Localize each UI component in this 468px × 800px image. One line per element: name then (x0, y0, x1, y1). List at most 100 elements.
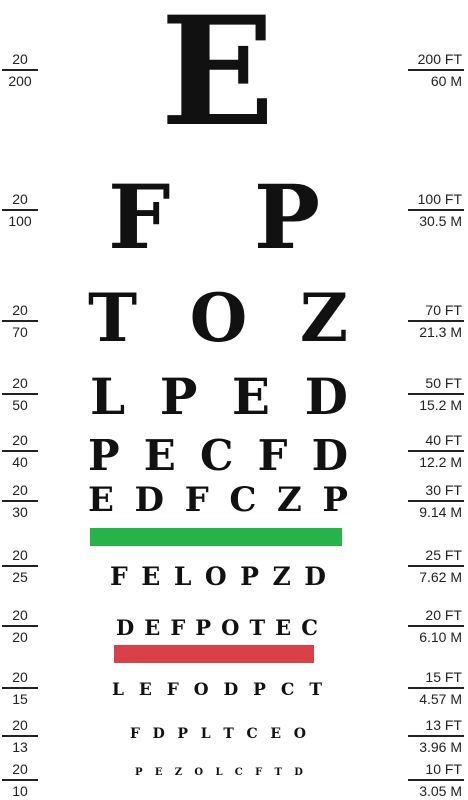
chart-letter: C (280, 679, 295, 700)
right-numerator: 30 FT (425, 482, 462, 498)
right-denominator: 15.2 M (419, 396, 462, 413)
fraction-bar (408, 565, 464, 567)
left-denominator: 40 (12, 453, 28, 470)
chart-letter: P (240, 561, 259, 591)
chart-letter: O (194, 767, 204, 778)
red-line-band (114, 645, 314, 663)
chart-letter: D (223, 679, 239, 700)
chart-letter: D (294, 767, 303, 778)
fraction-bar (2, 500, 38, 502)
fraction-bar (2, 209, 38, 211)
chart-letter: P (322, 480, 348, 520)
chart-letter: Z (276, 480, 302, 520)
chart-letter: O (204, 561, 227, 591)
chart-letter: C (199, 431, 234, 480)
chart-letter: P (253, 165, 320, 269)
chart-letter: P (159, 367, 198, 426)
right-numerator: 25 FT (425, 547, 462, 563)
left-denominator: 13 (12, 738, 28, 755)
chart-letter: E (88, 480, 114, 520)
acuity-right-row-8: 20 FT 6.10 M (408, 608, 464, 644)
fraction-bar (408, 320, 464, 322)
left-denominator: 15 (12, 690, 28, 707)
fraction-bar (408, 69, 464, 71)
fraction-bar (408, 735, 464, 737)
chart-letter: L (215, 767, 223, 778)
chart-letter: D (134, 480, 164, 520)
fraction-bar (408, 500, 464, 502)
right-denominator: 6.10 M (419, 628, 462, 645)
left-numerator: 20 (12, 432, 28, 448)
left-numerator: 20 (12, 761, 28, 777)
left-denominator: 20 (12, 628, 28, 645)
right-denominator: 12.2 M (419, 453, 462, 470)
right-numerator: 40 FT (425, 432, 462, 448)
chart-letter: L (173, 561, 192, 591)
fraction-bar (2, 735, 38, 737)
chart-letter: P (135, 767, 143, 778)
right-numerator: 15 FT (425, 669, 462, 685)
chart-letter: Z (299, 279, 348, 357)
right-numerator: 100 FT (417, 191, 462, 207)
chart-letter: F (257, 431, 288, 480)
left-denominator: 10 (12, 782, 28, 799)
chart-letter: C (246, 726, 258, 742)
chart-letter: T (274, 767, 282, 778)
chart-letter: E (141, 561, 161, 591)
chart-letter: C (234, 767, 243, 778)
chart-letter: P (177, 726, 189, 742)
right-denominator: 7.62 M (419, 568, 462, 585)
right-denominator: 21.3 M (419, 323, 462, 340)
chart-letter: C (301, 614, 318, 640)
chart-letter: P (195, 614, 212, 640)
fraction-bar (408, 209, 464, 211)
left-denominator: 200 (8, 72, 32, 89)
chart-letter: O (221, 614, 240, 640)
fraction-bar (2, 450, 38, 452)
chart-letter: F (166, 679, 179, 700)
left-denominator: 50 (12, 396, 28, 413)
left-denominator: 70 (12, 323, 28, 340)
fraction-bar (408, 450, 464, 452)
chart-letter: T (88, 279, 138, 357)
right-numerator: 20 FT (425, 607, 462, 623)
chart-letter: F (108, 165, 171, 269)
chart-letter: D (116, 614, 135, 640)
left-denominator: 25 (12, 568, 28, 585)
chart-letter: T (223, 726, 234, 742)
fraction-bar (2, 69, 38, 71)
fraction-bar (2, 687, 38, 689)
chart-letter: O (189, 279, 248, 357)
chart-letter: F (184, 480, 209, 520)
chart-letter: E (154, 767, 163, 778)
chart-letter: Z (174, 767, 183, 778)
chart-letter: D (311, 431, 348, 480)
left-numerator: 20 (12, 669, 28, 685)
chart-letter: L (90, 367, 126, 426)
chart-letter: T (309, 679, 322, 700)
fraction-bar (408, 393, 464, 395)
chart-letter: T (249, 614, 266, 640)
chart-letter: P (88, 431, 120, 480)
